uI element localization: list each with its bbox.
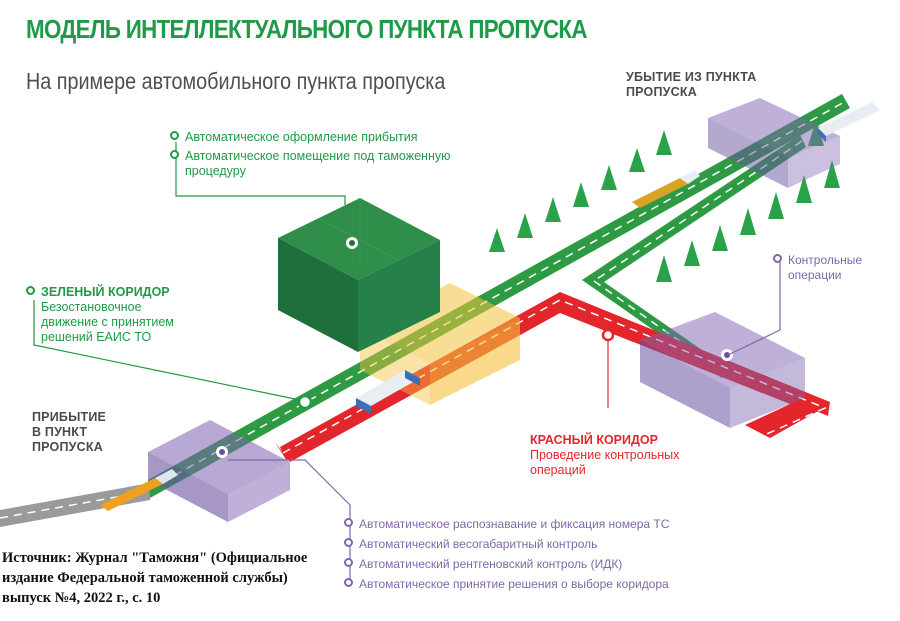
approach-road: [0, 483, 151, 527]
red-road: [275, 292, 830, 462]
truck-exit: [818, 102, 880, 142]
scanner-frames: [360, 283, 520, 405]
red-corridor-legend: КРАСНЫЙ КОРИДОР Проведение контрольных о…: [530, 433, 680, 477]
connector-lines: [33, 142, 781, 580]
ring-icon: [344, 538, 353, 547]
truck-red-corridor: [356, 370, 420, 414]
source-caption: Источник: Журнал "Таможня" (Официальное …: [2, 550, 308, 606]
page-title: МОДЕЛЬ ИНТЕЛЛЕКТУАЛЬНОГО ПУНКТА ПРОПУСКА: [26, 14, 588, 44]
truck-arrival: [100, 469, 178, 511]
ring-icon: [344, 518, 353, 527]
arrival-cube: [148, 420, 290, 522]
ring-icon: [344, 578, 353, 587]
automatic-checks-list: Автоматическое распознавание и фиксация …: [344, 517, 669, 597]
control-cube: [640, 312, 805, 428]
ring-icon: [170, 150, 179, 159]
page-subtitle: На примере автомобильного пункта пропуск…: [26, 68, 446, 94]
truck-exit-road: [632, 170, 700, 208]
green-road: [148, 94, 850, 498]
arrival-label: ПРИБЫТИЕ В ПУНКТ ПРОПУСКА: [32, 410, 107, 454]
ring-icon: [26, 286, 35, 295]
ring-icon: [344, 558, 353, 567]
markers: [297, 328, 615, 410]
exit-cube: [708, 98, 840, 188]
green-corridor-legend: ЗЕЛЕНЫЙ КОРИДОР Безостановочное движение…: [26, 285, 174, 345]
ring-icon: [170, 131, 179, 140]
green-cube: [278, 198, 440, 352]
arrival-procedures: Автоматическое оформление прибытия Автом…: [170, 130, 451, 179]
ring-icon: [773, 254, 782, 263]
control-ops-label: Контрольные операции: [773, 253, 862, 283]
exit-label: УБЫТИЕ ИЗ ПУНКТА ПРОПУСКА: [626, 70, 757, 99]
